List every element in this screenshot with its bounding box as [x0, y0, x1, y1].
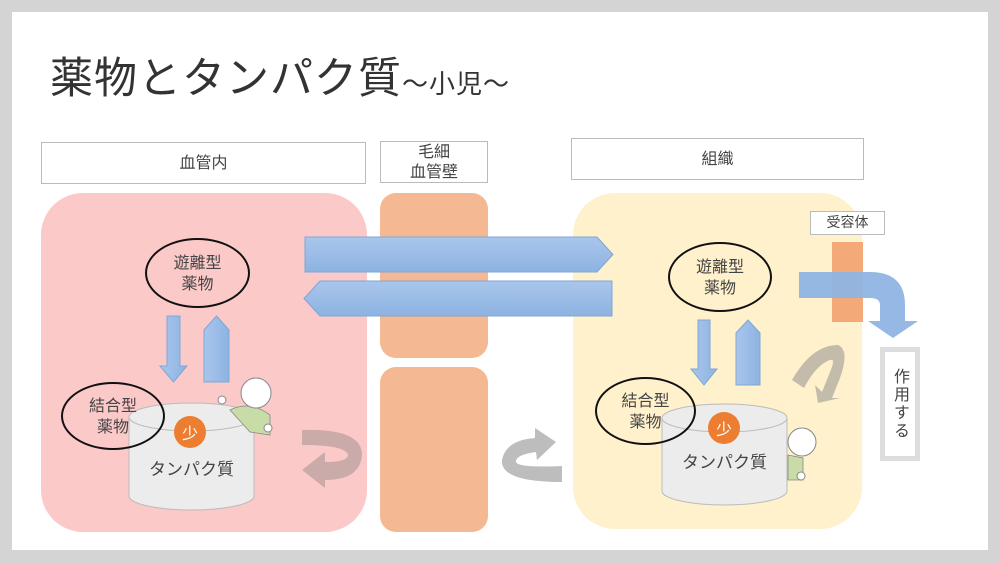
baby-illustration-tissue — [787, 427, 817, 481]
protein-label-tissue: タンパク質 — [682, 453, 767, 473]
arrow-to-tissue — [304, 236, 614, 273]
arrow-binding-down — [158, 315, 189, 383]
bound-drug-tissue: 結合型 薬物 — [595, 377, 696, 445]
free-drug-blood: 遊離型 薬物 — [145, 238, 250, 308]
slide-subtitle: 〜小児〜 — [402, 70, 511, 100]
bound-drug-blood: 結合型 薬物 — [61, 382, 165, 450]
curved-arrow-tissue — [792, 345, 845, 403]
free-drug-tissue: 遊離型 薬物 — [668, 242, 772, 312]
curved-arrow-blood — [302, 429, 362, 488]
arrow-release-up — [735, 319, 761, 386]
curved-arrow-wall — [501, 428, 562, 482]
receptor-label: 受容体 — [810, 211, 885, 235]
capillary-wall-lower — [380, 367, 488, 532]
effect-label: 作用する — [880, 347, 920, 461]
baby-illustration-blood — [217, 377, 273, 436]
slide-title: 薬物とタンパク質〜小児〜 — [50, 54, 511, 104]
low-badge-blood: 少 — [174, 416, 206, 448]
low-badge-tissue: 少 — [708, 412, 740, 444]
label-blood-vessel: 血管内 — [41, 142, 366, 184]
arrow-to-effect — [799, 272, 918, 338]
protein-label-blood: タンパク質 — [149, 460, 234, 480]
arrow-binding-down — [689, 319, 719, 386]
capillary-wall-upper — [380, 193, 488, 358]
label-capillary-wall: 毛細 血管壁 — [380, 141, 488, 183]
label-tissue: 組織 — [571, 138, 864, 180]
arrow-to-blood — [303, 280, 613, 317]
arrow-release-up — [203, 315, 230, 383]
